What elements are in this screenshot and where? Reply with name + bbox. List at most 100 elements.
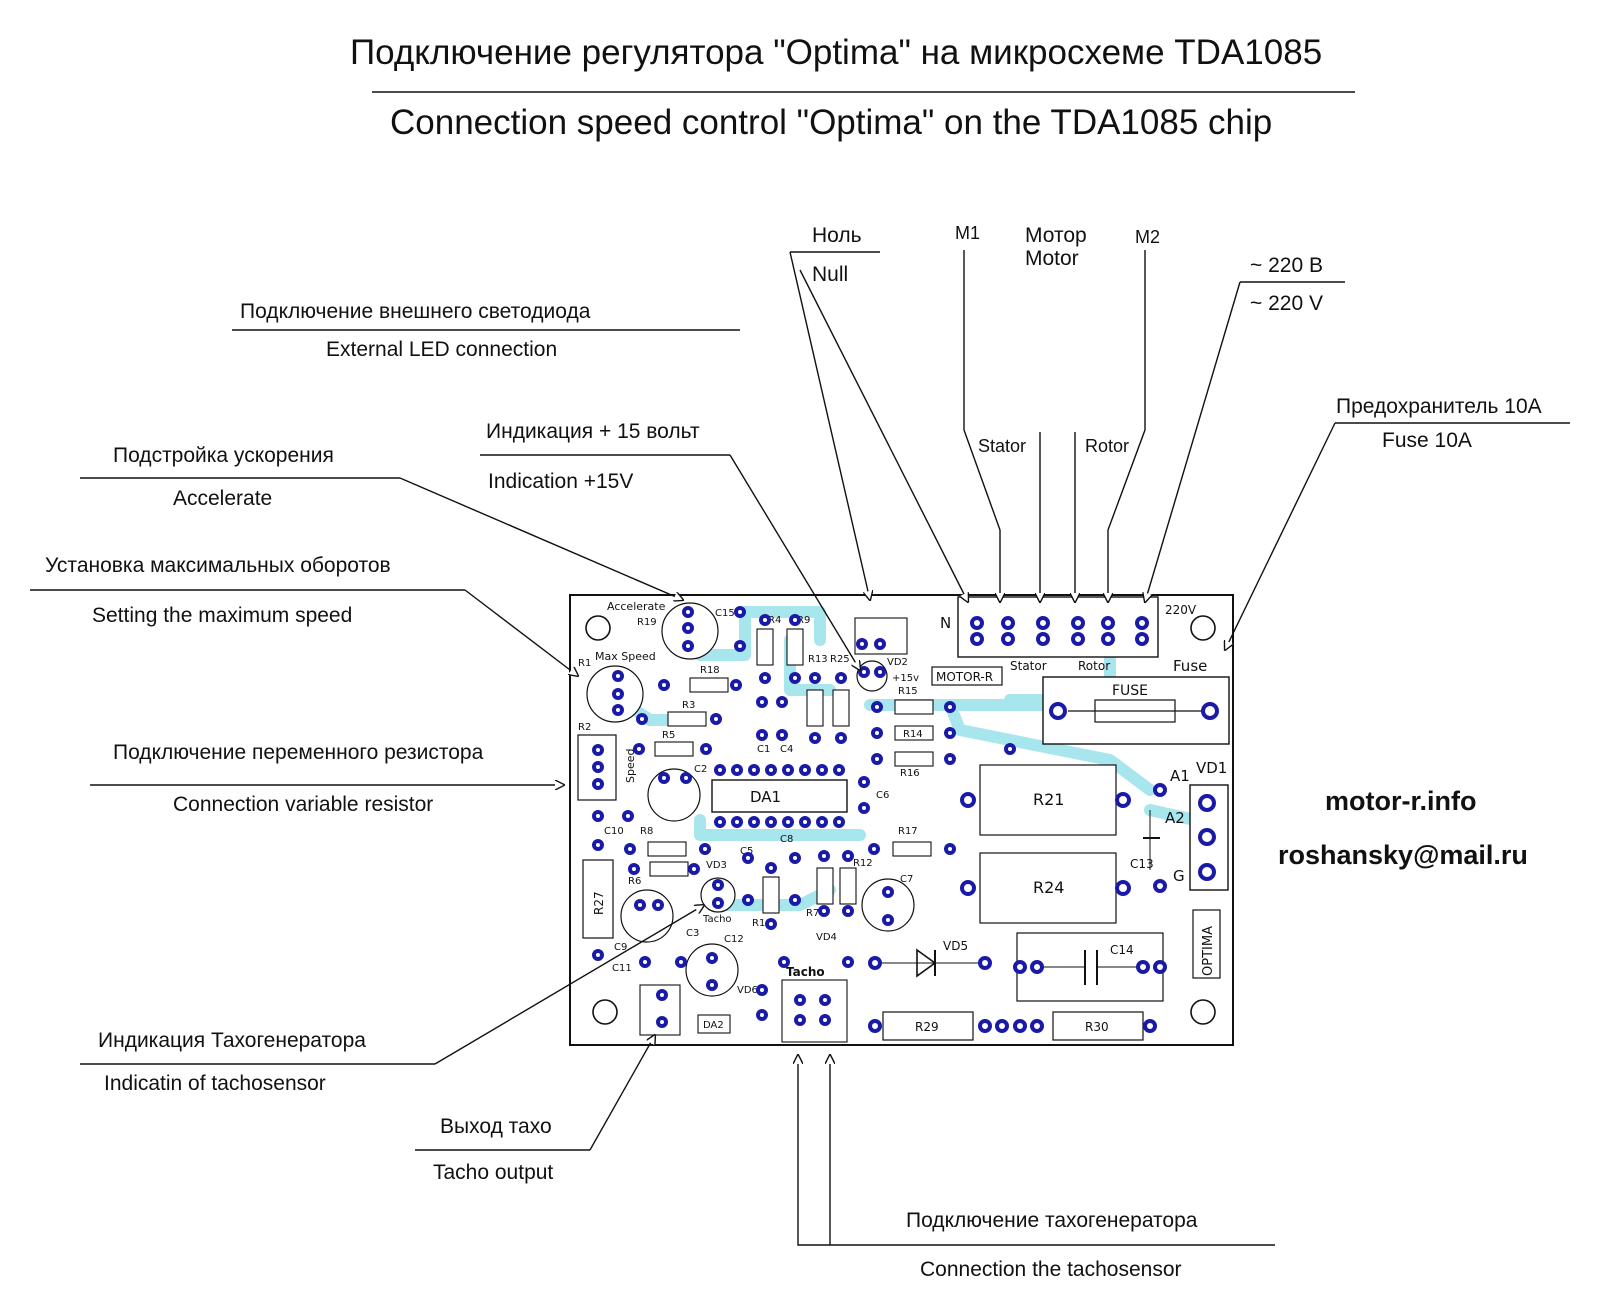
tacho-ind-ru: Индикация Тахогенератора [98,1029,366,1052]
pcb-accelerate: Accelerate [607,600,666,613]
pcb-r16: R16 [900,768,920,779]
pcb-fuse-label: Fuse [1173,657,1207,675]
tacho-ind-en: Indicatin of tachosensor [104,1072,326,1095]
pcb-r9: R9 [797,615,810,626]
pcb-r6: R6 [628,876,641,887]
pcb-r3: R3 [682,700,695,711]
pcb-c9: C9 [614,942,627,953]
pcb-da1: DA1 [750,788,781,806]
pcb-c7: C7 [900,874,913,885]
pcb-c11: C11 [612,963,632,974]
accel-ru: Подстройка ускорения [113,444,334,467]
ind15-ru: Индикация + 15 вольт [486,420,700,443]
m1-label: M1 [955,223,980,243]
pcb-vd5: VD5 [943,939,968,953]
pcb-vd4: VD4 [816,932,837,943]
pcb-c12: C12 [724,934,744,945]
m2-label: M2 [1135,227,1160,247]
pcb-a2: A2 [1165,809,1185,827]
pcb-r24: R24 [1033,878,1064,897]
pcb-vd3: VD3 [706,860,727,871]
v220-en: ~ 220 V [1250,292,1323,315]
r27-body [582,859,614,939]
pcb-vd1: VD1 [1196,759,1227,777]
stator-label: Stator [978,436,1026,456]
pcb-r27: R27 [592,891,606,915]
rotor-label: Rotor [1085,436,1129,456]
pcb-r4: R4 [768,615,781,626]
mount-hole [592,999,618,1025]
pcb-g: G [1173,867,1185,885]
c2-cap [647,768,701,822]
annotations: Ноль Null M1 Мотор Motor M2 Stator Rotor… [30,223,1570,1281]
tacho-conn-ru: Подключение тахогенератора [906,1209,1198,1232]
pcb-motor-r: MOTOR-R [936,670,993,684]
pcb-r1: R1 [578,658,591,669]
pcb-r15: R15 [898,686,918,697]
da1-chip [711,779,848,813]
pcb-speed: Speed [624,749,637,783]
pcb-a1: A1 [1170,767,1190,785]
ind15-en: Indication +15V [488,470,633,493]
ext-led-ru: Подключение внешнего светодиода [240,300,591,323]
pcb-r10: R10 [752,918,772,929]
pcb-r25: R25 [830,654,850,665]
pcb-r14: R14 [903,729,923,740]
varres-ru: Подключение переменного резистора [113,741,484,764]
pcb-stator: Stator [1010,659,1047,673]
pcb-c10: C10 [604,826,624,837]
pcb-fuse-box: FUSE [1112,683,1148,699]
pcb-r5: R5 [662,730,675,741]
pcb-r30: R30 [1085,1020,1109,1034]
pcb-c14: C14 [1110,943,1134,957]
pcb-max-speed: Max Speed [595,650,656,663]
pcb-c4: C4 [780,744,793,755]
pcb-c15: C15 [715,608,735,619]
pcb-c2: C2 [694,764,707,775]
pcb-r17: R17 [898,826,918,837]
pcb-r19: R19 [637,617,657,628]
pcb-board: N 220V Stator Rotor Fuse FUSE MOTOR-R OP… [569,594,1234,1046]
pcb-c13: C13 [1130,857,1154,871]
pcb-plus15: +15v [892,673,919,684]
pcb-r13: R13 [808,654,828,665]
maxspeed-ru: Установка максимальных оборотов [45,554,391,577]
vd3-led [700,877,736,913]
v220-ru: ~ 220 В [1250,254,1323,277]
pcb-tacho-connector: Tacho [786,965,825,979]
pcb-rotor: Rotor [1078,659,1110,673]
pcb-r8: R8 [640,826,653,837]
pcb-220v: 220V [1165,603,1197,617]
null-ru: Ноль [812,224,862,247]
accel-en: Accelerate [173,487,272,510]
fuse-ru: Предохранитель 10А [1336,395,1542,418]
r30-body [1052,1011,1144,1041]
pcb-r29: R29 [915,1020,939,1034]
fuse-en: Fuse 10A [1382,429,1472,452]
maxspeed-en: Setting the maximum speed [92,604,352,627]
motor-en: Motor [1025,247,1079,270]
r29-body [882,1011,974,1041]
main-connector [957,596,1159,658]
pcb-c8: C8 [780,834,793,845]
mount-hole [585,615,611,641]
pcb-tacho: Tacho [702,914,732,925]
title-en: Connection speed control "Optima" on the… [390,103,1272,142]
pcb-c6: C6 [876,790,889,801]
pcb-vd6: VD6 [737,985,758,996]
pcb-r18: R18 [700,665,720,676]
tacho-out-en: Tacho output [433,1161,553,1184]
title-ru: Подключение регулятора "Optima" на микро… [350,33,1322,72]
r21-body [979,764,1117,836]
mount-hole [1190,615,1216,641]
null-en: Null [812,263,848,286]
pcb-da2: DA2 [703,1020,724,1031]
pcb-c3: C3 [686,928,699,939]
ext-led-en: External LED connection [326,338,557,361]
mount-hole [1190,999,1216,1025]
pcb-r21: R21 [1033,790,1064,809]
pcb-r7: R7 [806,908,819,919]
c7-cap [861,878,915,932]
